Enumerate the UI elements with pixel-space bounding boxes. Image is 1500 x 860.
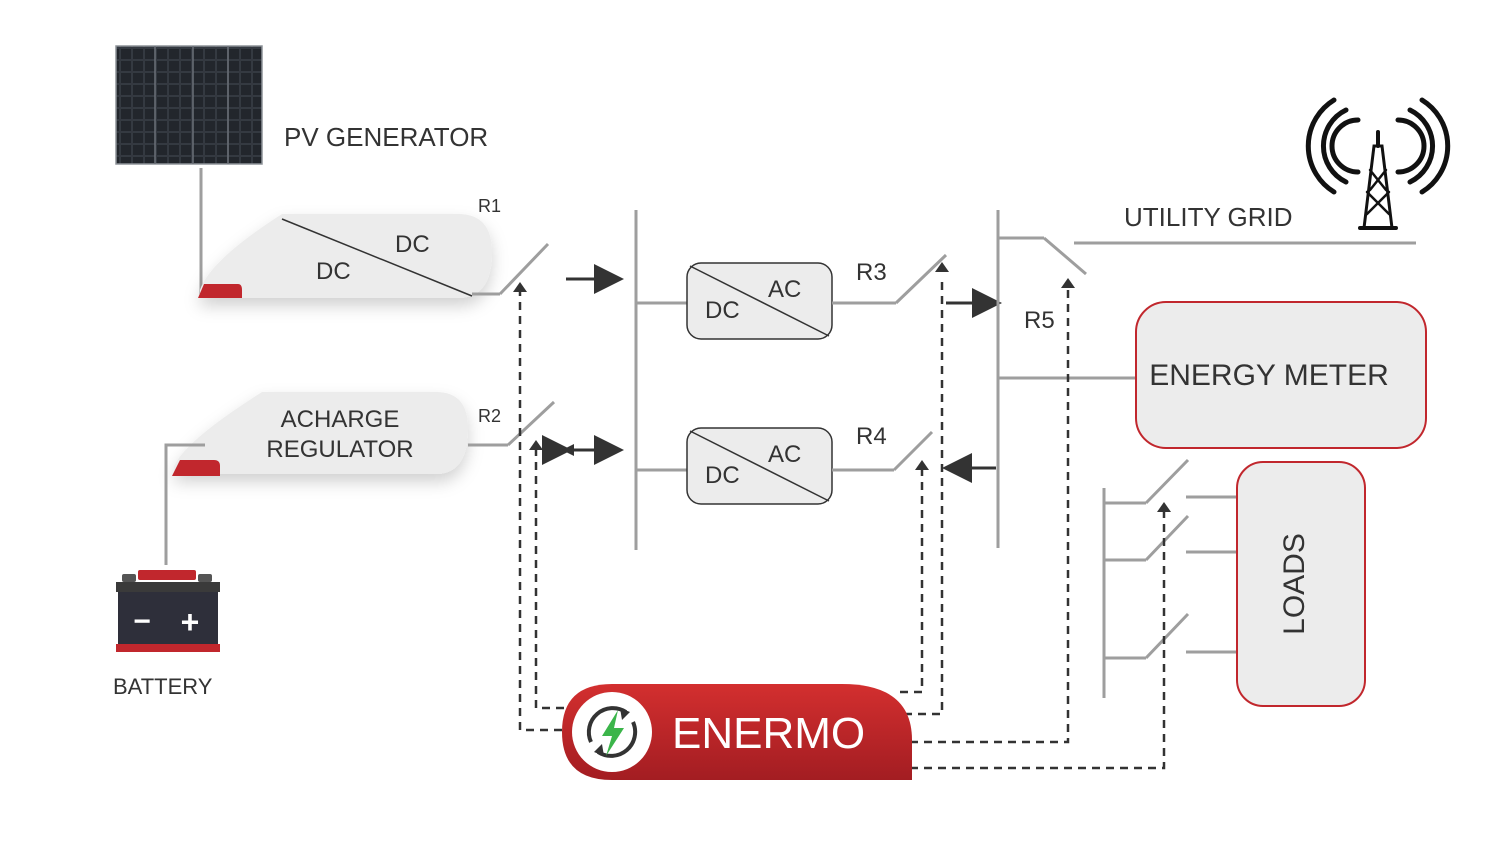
pv-generator-label: PV GENERATOR (284, 122, 488, 152)
r1-label: R1 (478, 196, 501, 216)
load-switch-3 (1144, 612, 1190, 660)
inverter-top-out: AC (768, 276, 801, 303)
control-lines (518, 280, 1166, 770)
inverter-bottom-in: DC (705, 462, 740, 489)
energy-meter: ENERGY METER (1135, 301, 1427, 449)
tower-icon (1305, 97, 1451, 230)
enermo-label: ENERMO (672, 709, 865, 758)
dcdc-in-label: DC (316, 258, 351, 285)
r3-switch (894, 253, 948, 305)
pv-panel-icon (115, 45, 263, 165)
dcdc-out-label: DC (395, 231, 430, 258)
loads-box: LOADS (1236, 461, 1366, 707)
load-switch-2 (1144, 514, 1190, 562)
load-switch-1 (1144, 458, 1190, 505)
r5-switch (1043, 236, 1087, 276)
r1-switch (498, 242, 550, 296)
battery-wire (164, 443, 205, 565)
r4-label: R4 (856, 423, 887, 450)
loads-label: LOADS (1278, 533, 1311, 635)
battery-label: BATTERY (113, 674, 213, 699)
r3-label: R3 (856, 259, 887, 286)
r2-switch (506, 400, 556, 447)
dcdc-converter: DC DC (198, 214, 492, 298)
battery-icon: − + (116, 570, 220, 652)
inverter-top-in: DC (705, 297, 740, 324)
r5-label: R5 (1024, 307, 1055, 334)
utility-grid-label: UTILITY GRID (1124, 202, 1293, 232)
control-arrowheads (513, 262, 1171, 512)
battery-minus: − (133, 605, 151, 638)
charge-regulator-line1: ACHARGE (281, 406, 400, 433)
inverter-bottom: AC DC (686, 427, 833, 505)
inverter-top: AC DC (686, 262, 833, 340)
energy-meter-label: ENERGY METER (1149, 359, 1389, 392)
enermo-badge: ENERMO (562, 684, 912, 780)
charge-regulator-line2: REGULATOR (266, 436, 413, 463)
r2-label: R2 (478, 406, 501, 426)
enermo-logo-icon (586, 706, 638, 758)
battery-plus: + (181, 604, 200, 640)
inverter-bottom-out: AC (768, 441, 801, 468)
r4-switch (892, 430, 934, 472)
charge-regulator: ACHARGE REGULATOR (172, 392, 468, 476)
